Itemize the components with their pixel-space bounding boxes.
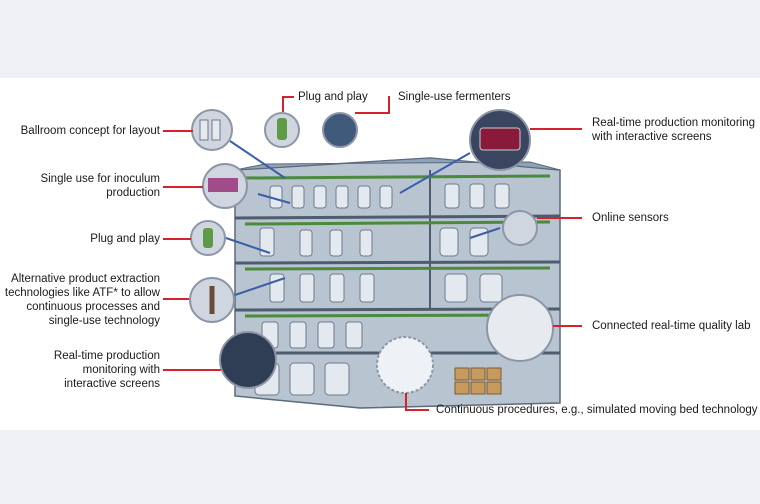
callout-plug-play-top: Plug and play	[298, 91, 368, 103]
tank	[313, 185, 327, 209]
callout-plug-play-left: Plug and play	[90, 233, 160, 245]
bubble-continuous	[376, 336, 434, 394]
bubble-sensors	[502, 210, 538, 246]
leader-line	[163, 298, 189, 300]
bubble-detail	[277, 118, 287, 140]
crate	[454, 367, 470, 381]
bubble-quality-lab	[486, 294, 554, 362]
connector	[225, 237, 271, 254]
tank	[359, 273, 375, 303]
tank	[469, 183, 485, 209]
callout-line: continuous processes and	[26, 301, 160, 313]
callout-continuous: Continuous procedures, e.g., simulated m…	[436, 404, 758, 416]
pipe	[244, 220, 551, 226]
tank	[444, 273, 468, 303]
callout-line: Alternative product extraction	[11, 273, 160, 285]
crate	[486, 367, 502, 381]
leader-line	[405, 409, 429, 411]
callout-quality-lab: Connected real-time quality lab	[592, 320, 751, 332]
leader-line	[355, 112, 390, 114]
bubble-fermenters	[322, 112, 358, 148]
callout-line: technologies like ATF* to allow	[4, 287, 160, 299]
callout-line: with interactive screens	[592, 131, 712, 143]
bubble-detail	[479, 127, 521, 151]
bubble-detail	[203, 228, 213, 248]
callout-ballroom: Ballroom concept for layout	[20, 125, 160, 137]
leader-line	[163, 238, 191, 240]
bubble-detail	[208, 178, 238, 192]
crate	[470, 367, 486, 381]
callout-inoculum: Single use for inoculum production	[40, 172, 160, 200]
tank	[324, 362, 350, 396]
bubble-monitor-left	[219, 331, 277, 389]
connector	[469, 227, 501, 239]
floor-line	[234, 214, 561, 220]
tank	[259, 227, 275, 257]
tank	[359, 229, 373, 257]
crate	[486, 381, 502, 395]
callout-monitor-left: Real-time production monitoring with int…	[54, 349, 160, 391]
connector	[231, 277, 286, 297]
leader-line	[282, 96, 284, 112]
leader-line	[282, 96, 294, 98]
callout-atf: Alternative product extraction technolog…	[5, 272, 160, 328]
tank	[357, 185, 371, 209]
callout-line: Single use for inoculum	[40, 173, 160, 185]
tank	[299, 273, 315, 303]
callout-line: production	[106, 187, 160, 199]
tank	[439, 227, 459, 257]
callout-line: Real-time production monitoring	[592, 117, 755, 129]
leader-line	[163, 369, 221, 371]
tank	[444, 183, 460, 209]
tank	[289, 321, 307, 349]
callout-online-sensors: Online sensors	[592, 212, 669, 224]
factory-illustration	[189, 109, 561, 409]
callout-line: Real-time production	[53, 350, 160, 362]
bubble-detail	[211, 119, 221, 141]
diagram-panel: Ballroom concept for layout Single use f…	[0, 78, 760, 430]
tank	[345, 321, 363, 349]
tank	[317, 321, 335, 349]
callout-line: monitoring with	[82, 364, 160, 376]
leader-line	[405, 393, 407, 411]
floor-line	[234, 260, 561, 265]
tank	[494, 183, 510, 209]
crate	[454, 381, 470, 395]
callout-single-use-fermenters: Single-use fermenters	[398, 91, 511, 103]
crate	[470, 381, 486, 395]
tank	[479, 273, 503, 303]
tank	[335, 185, 349, 209]
connector	[229, 140, 286, 179]
tank	[329, 273, 345, 303]
callout-monitor-right: Real-time production monitoring with int…	[592, 116, 755, 144]
pipe	[244, 266, 551, 271]
leader-line	[163, 130, 193, 132]
tank	[379, 185, 393, 209]
tank	[299, 229, 313, 257]
leader-line	[388, 96, 390, 112]
tank	[289, 362, 315, 396]
leader-line	[530, 128, 582, 130]
leader-line	[163, 186, 203, 188]
bubble-detail	[199, 119, 209, 141]
leader-line	[553, 325, 582, 327]
callout-line: interactive screens	[64, 378, 160, 390]
pipe	[244, 174, 551, 180]
callout-line: single-use technology	[48, 315, 160, 327]
tank	[329, 229, 343, 257]
tank	[469, 227, 489, 257]
connector	[399, 152, 471, 194]
connector	[257, 193, 291, 204]
leader-line	[537, 217, 582, 219]
tank	[291, 185, 305, 209]
